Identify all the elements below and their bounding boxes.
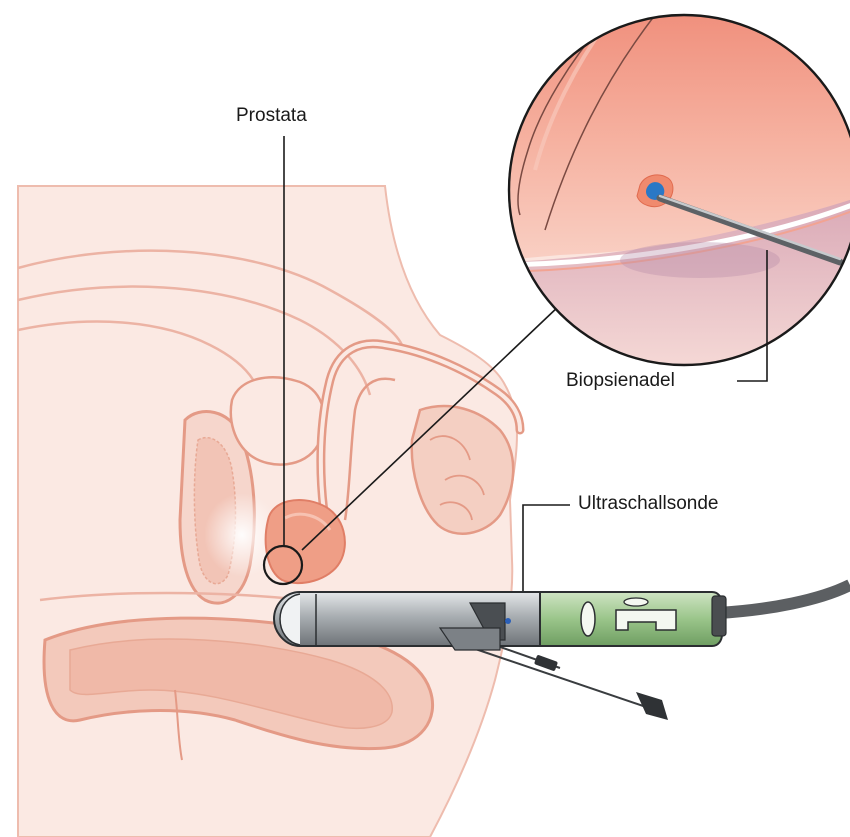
bladder (231, 377, 324, 464)
label-needle: Biopsienadel (566, 371, 675, 390)
label-prostate: Prostata (236, 106, 307, 125)
probe-leader (523, 505, 570, 603)
ultrasound-probe (274, 585, 850, 650)
magnified-view (505, 10, 850, 380)
label-probe: Ultraschallsonde (578, 494, 718, 513)
